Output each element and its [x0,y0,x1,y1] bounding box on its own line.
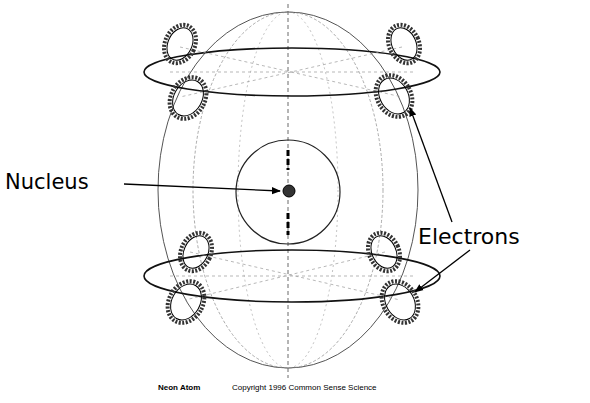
copyright-note: Copyright 1996 Common Sense Science [232,384,377,392]
axis-tick [287,150,290,170]
leader-arrow [415,250,470,292]
leader-arrow [410,108,452,222]
axis-tick [287,213,290,235]
figure-caption: Neon Atom [158,384,200,392]
meridian [193,12,383,368]
nucleus-label: Nucleus [5,172,89,193]
inner-shell [236,140,340,244]
nucleus [283,185,295,197]
electrons-label: Electrons [418,226,520,248]
sphere-outline [158,12,418,368]
electron-ring [144,250,440,302]
leader-arrow [124,184,280,191]
electrons [158,20,426,330]
